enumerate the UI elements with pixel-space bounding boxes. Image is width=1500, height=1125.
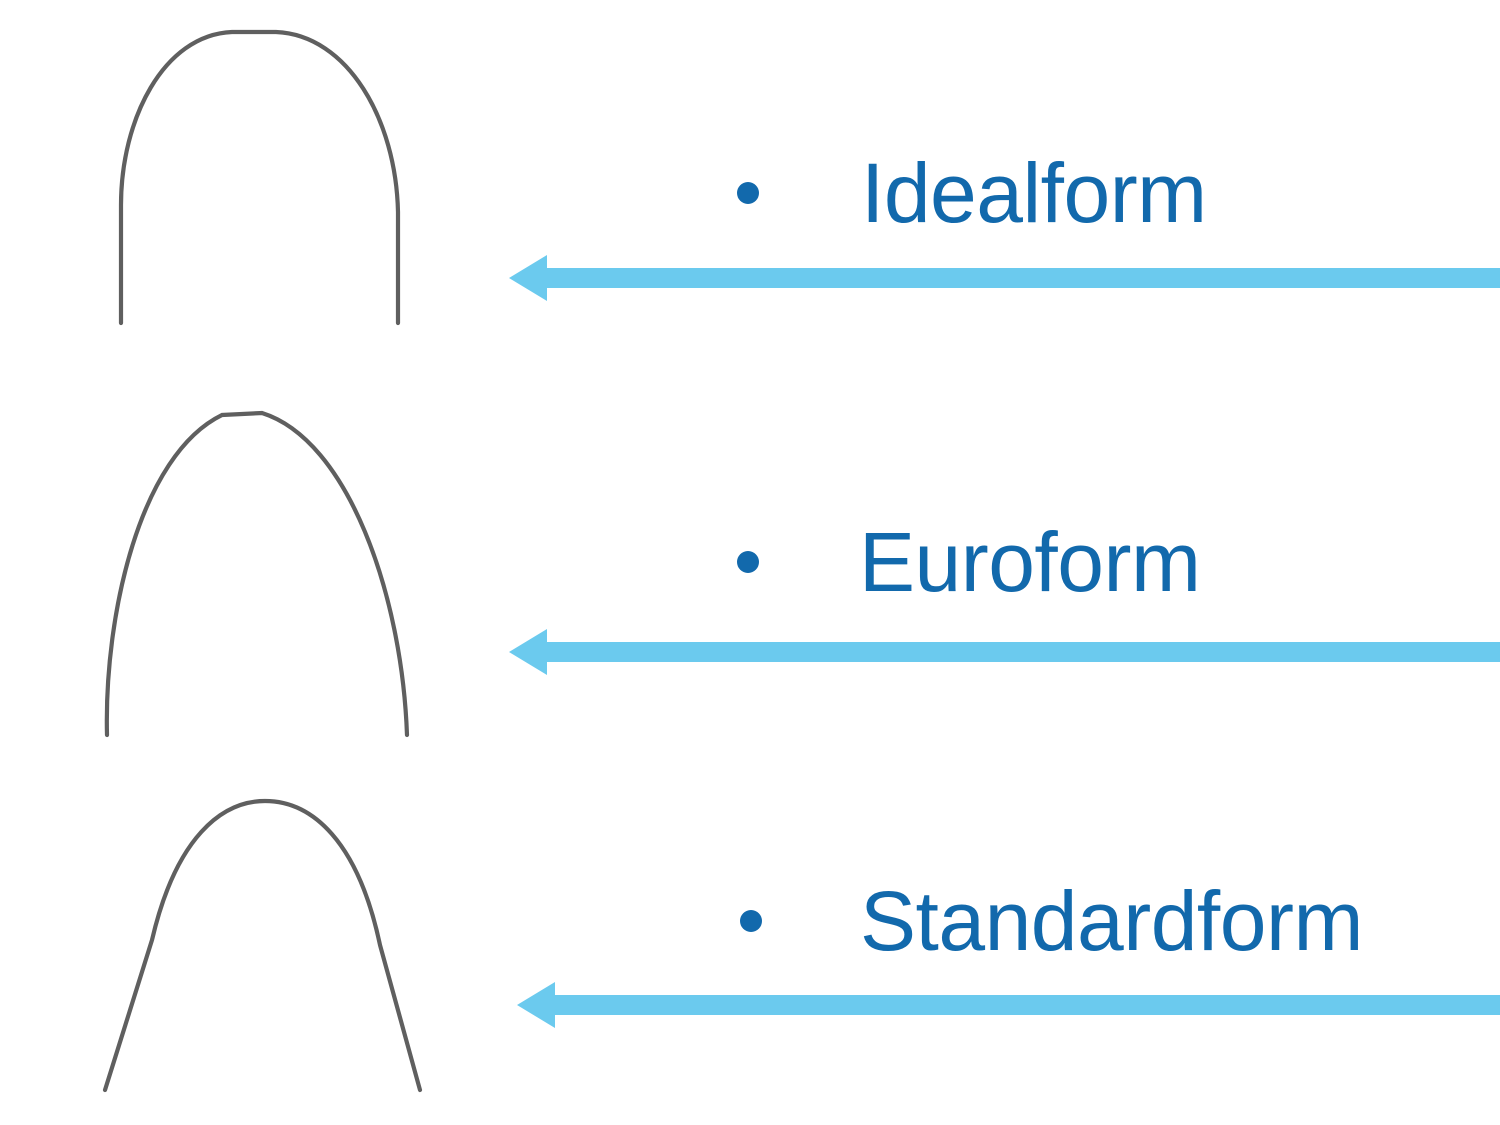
arrow-left-standardform — [513, 979, 1500, 1031]
standardform-archwire — [0, 775, 500, 1125]
list-item: Idealform — [0, 143, 1500, 243]
bullet-point-icon — [740, 910, 762, 932]
euroform-archwire-svg — [104, 410, 410, 738]
euroform-archwire — [0, 385, 500, 755]
bullet-point-icon — [737, 551, 759, 573]
bullet-item-label: Idealform — [861, 146, 1207, 240]
euroform-wire-path — [104, 410, 410, 738]
list-item: Standardform — [0, 871, 1500, 971]
arrow-left-idealform — [505, 252, 1500, 304]
arrow-left-euroform-shape — [509, 629, 1500, 675]
idealform-wire-path — [118, 29, 401, 326]
arrow-left-euroform-svg — [509, 629, 1500, 675]
arrow-left-standardform-shape — [517, 982, 1500, 1028]
standardform-archwire-svg — [102, 798, 423, 1093]
arrow-left-standardform-svg — [517, 982, 1500, 1028]
bullet-point-icon — [737, 182, 759, 204]
bullet-item-label: Euroform — [859, 515, 1201, 609]
standardform-wire-path — [102, 798, 423, 1093]
idealform-archwire — [0, 0, 500, 360]
arrow-left-euroform — [505, 626, 1500, 678]
list-item: Euroform — [0, 512, 1500, 612]
arrow-left-idealform-svg — [509, 255, 1500, 301]
bullet-item-label: Standardform — [860, 874, 1363, 968]
arrow-left-idealform-shape — [509, 255, 1500, 301]
idealform-archwire-svg — [118, 29, 401, 326]
